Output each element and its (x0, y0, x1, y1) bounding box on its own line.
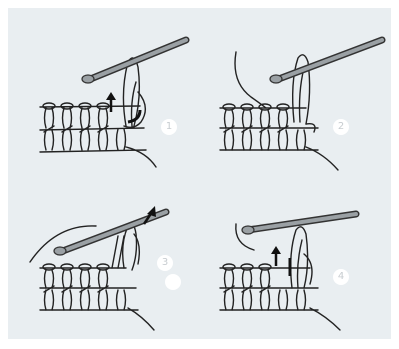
step-2-panel: 2 (206, 22, 386, 182)
step-2-illustration (206, 22, 386, 182)
step-1-illustration (16, 22, 196, 182)
step-number-4: 4 (333, 269, 349, 285)
illustration-frame: 1 (8, 8, 391, 339)
step-3-marker (165, 274, 181, 290)
step-number-3: 3 (157, 255, 173, 271)
step-4-panel: 4 (206, 184, 386, 344)
step-number-2: 2 (333, 119, 349, 135)
step-1-panel: 1 (16, 22, 196, 182)
step-number-1: 1 (161, 119, 177, 135)
step-3-panel: 3 (16, 184, 196, 344)
step-4-illustration (206, 184, 386, 344)
